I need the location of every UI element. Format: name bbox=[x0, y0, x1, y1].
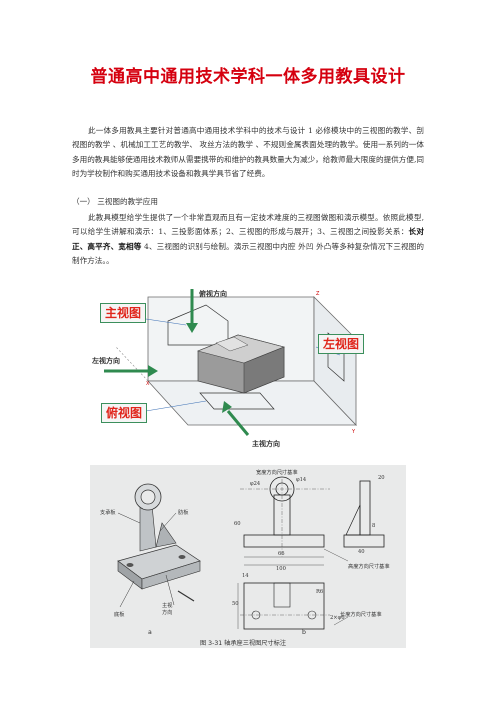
top-projection bbox=[199, 392, 275, 410]
base-plate-label: 底板 bbox=[114, 612, 125, 618]
width-datum-label: 宽度方向尺寸基准 bbox=[256, 470, 298, 476]
left-view-label: 左视图 bbox=[318, 334, 365, 354]
support-plate-label: 支承板 bbox=[100, 510, 116, 516]
axis-x-label: X bbox=[146, 381, 150, 387]
rib-plate bbox=[155, 522, 177, 548]
dim-40: 40 bbox=[358, 549, 365, 555]
main-direction-label: 主视 方向 bbox=[162, 603, 173, 616]
up-left-arrow-icon bbox=[222, 401, 232, 413]
dim-14: 14 bbox=[242, 573, 249, 579]
front-projection bbox=[167, 304, 229, 346]
down-arrow-icon bbox=[186, 323, 198, 333]
three-view-diagram: X Z Y bbox=[104, 289, 357, 436]
section-paragraph: 此教具模型给学生提供了一个非常直观而且有一定技术难度的三视图做图和演示模型。依照… bbox=[72, 211, 424, 269]
top-view-outline bbox=[243, 582, 325, 630]
dim-2phi6: 2×φ6 bbox=[330, 615, 345, 621]
left-direction-label: 左视方向 bbox=[92, 357, 120, 365]
figure-caption: 图 3-31 轴承座三视图尺寸标注 bbox=[200, 640, 287, 647]
section-bold-text: 长对正、高平齐、宽相等 bbox=[72, 227, 424, 251]
section-heading: （一） 三视图的教学应用 bbox=[72, 197, 158, 206]
height-datum-label: 高度方向尺寸基准 bbox=[348, 564, 390, 570]
right-arrow-icon bbox=[148, 365, 158, 377]
side-plane bbox=[313, 296, 357, 426]
bearing-seat-figure: 支承板 肋板 底板 主视 方向 宽度方向尺寸基准 高度方向尺寸基准 长度方向尺寸… bbox=[90, 465, 406, 648]
front-view-label: 主视图 bbox=[100, 303, 147, 323]
section-text-2: 4、三视图的识别与绘制。演示三视图中内腔 外凹 外凸等多种复杂情况下三视图的制作… bbox=[72, 241, 424, 266]
subfigure-b-label: b bbox=[302, 629, 306, 636]
bearing-seat-drawing bbox=[117, 471, 385, 630]
three-view-figure: X Z Y 主视图 左视图 俯视图 俯视方向 左视方向 主视方向 bbox=[88, 285, 396, 454]
subfigure-a-label: a bbox=[148, 629, 152, 636]
side-view-base bbox=[343, 534, 385, 548]
rib-plate-label: 肋板 bbox=[178, 510, 189, 516]
top-view-label: 俯视图 bbox=[101, 403, 148, 423]
dim-100: 100 bbox=[276, 566, 286, 572]
front-direction-label: 主视方向 bbox=[252, 440, 280, 448]
dim-50: 50 bbox=[232, 601, 239, 607]
support-plate bbox=[139, 504, 157, 552]
dim-8: 8 bbox=[372, 523, 376, 529]
dim-60: 60 bbox=[234, 521, 241, 527]
dim-phi14: φ14 bbox=[296, 477, 307, 483]
page-title: 普通高中通用技术学科一体多用教具设计 bbox=[90, 67, 406, 87]
front-view-base bbox=[243, 534, 325, 548]
dim-r6: R6 bbox=[316, 589, 324, 595]
dim-phi24: φ24 bbox=[250, 481, 261, 487]
length-datum-label: 长度方向尺寸基准 bbox=[340, 612, 382, 618]
intro-paragraph: 此一体多用教具主要针对普通高中通用技术学科中的技术与设计 1 必修模块中的三视图… bbox=[72, 126, 424, 179]
top-direction-label: 俯视方向 bbox=[199, 290, 227, 298]
axis-z-label: Z bbox=[316, 291, 320, 297]
dim-20: 20 bbox=[378, 475, 385, 481]
dim-66: 66 bbox=[278, 551, 285, 557]
axis-y-label: Y bbox=[351, 429, 356, 435]
section-text-1: 此教具模型给学生提供了一个非常直观而且有一定技术难度的三视图做图和演示模型。依照… bbox=[72, 213, 424, 237]
